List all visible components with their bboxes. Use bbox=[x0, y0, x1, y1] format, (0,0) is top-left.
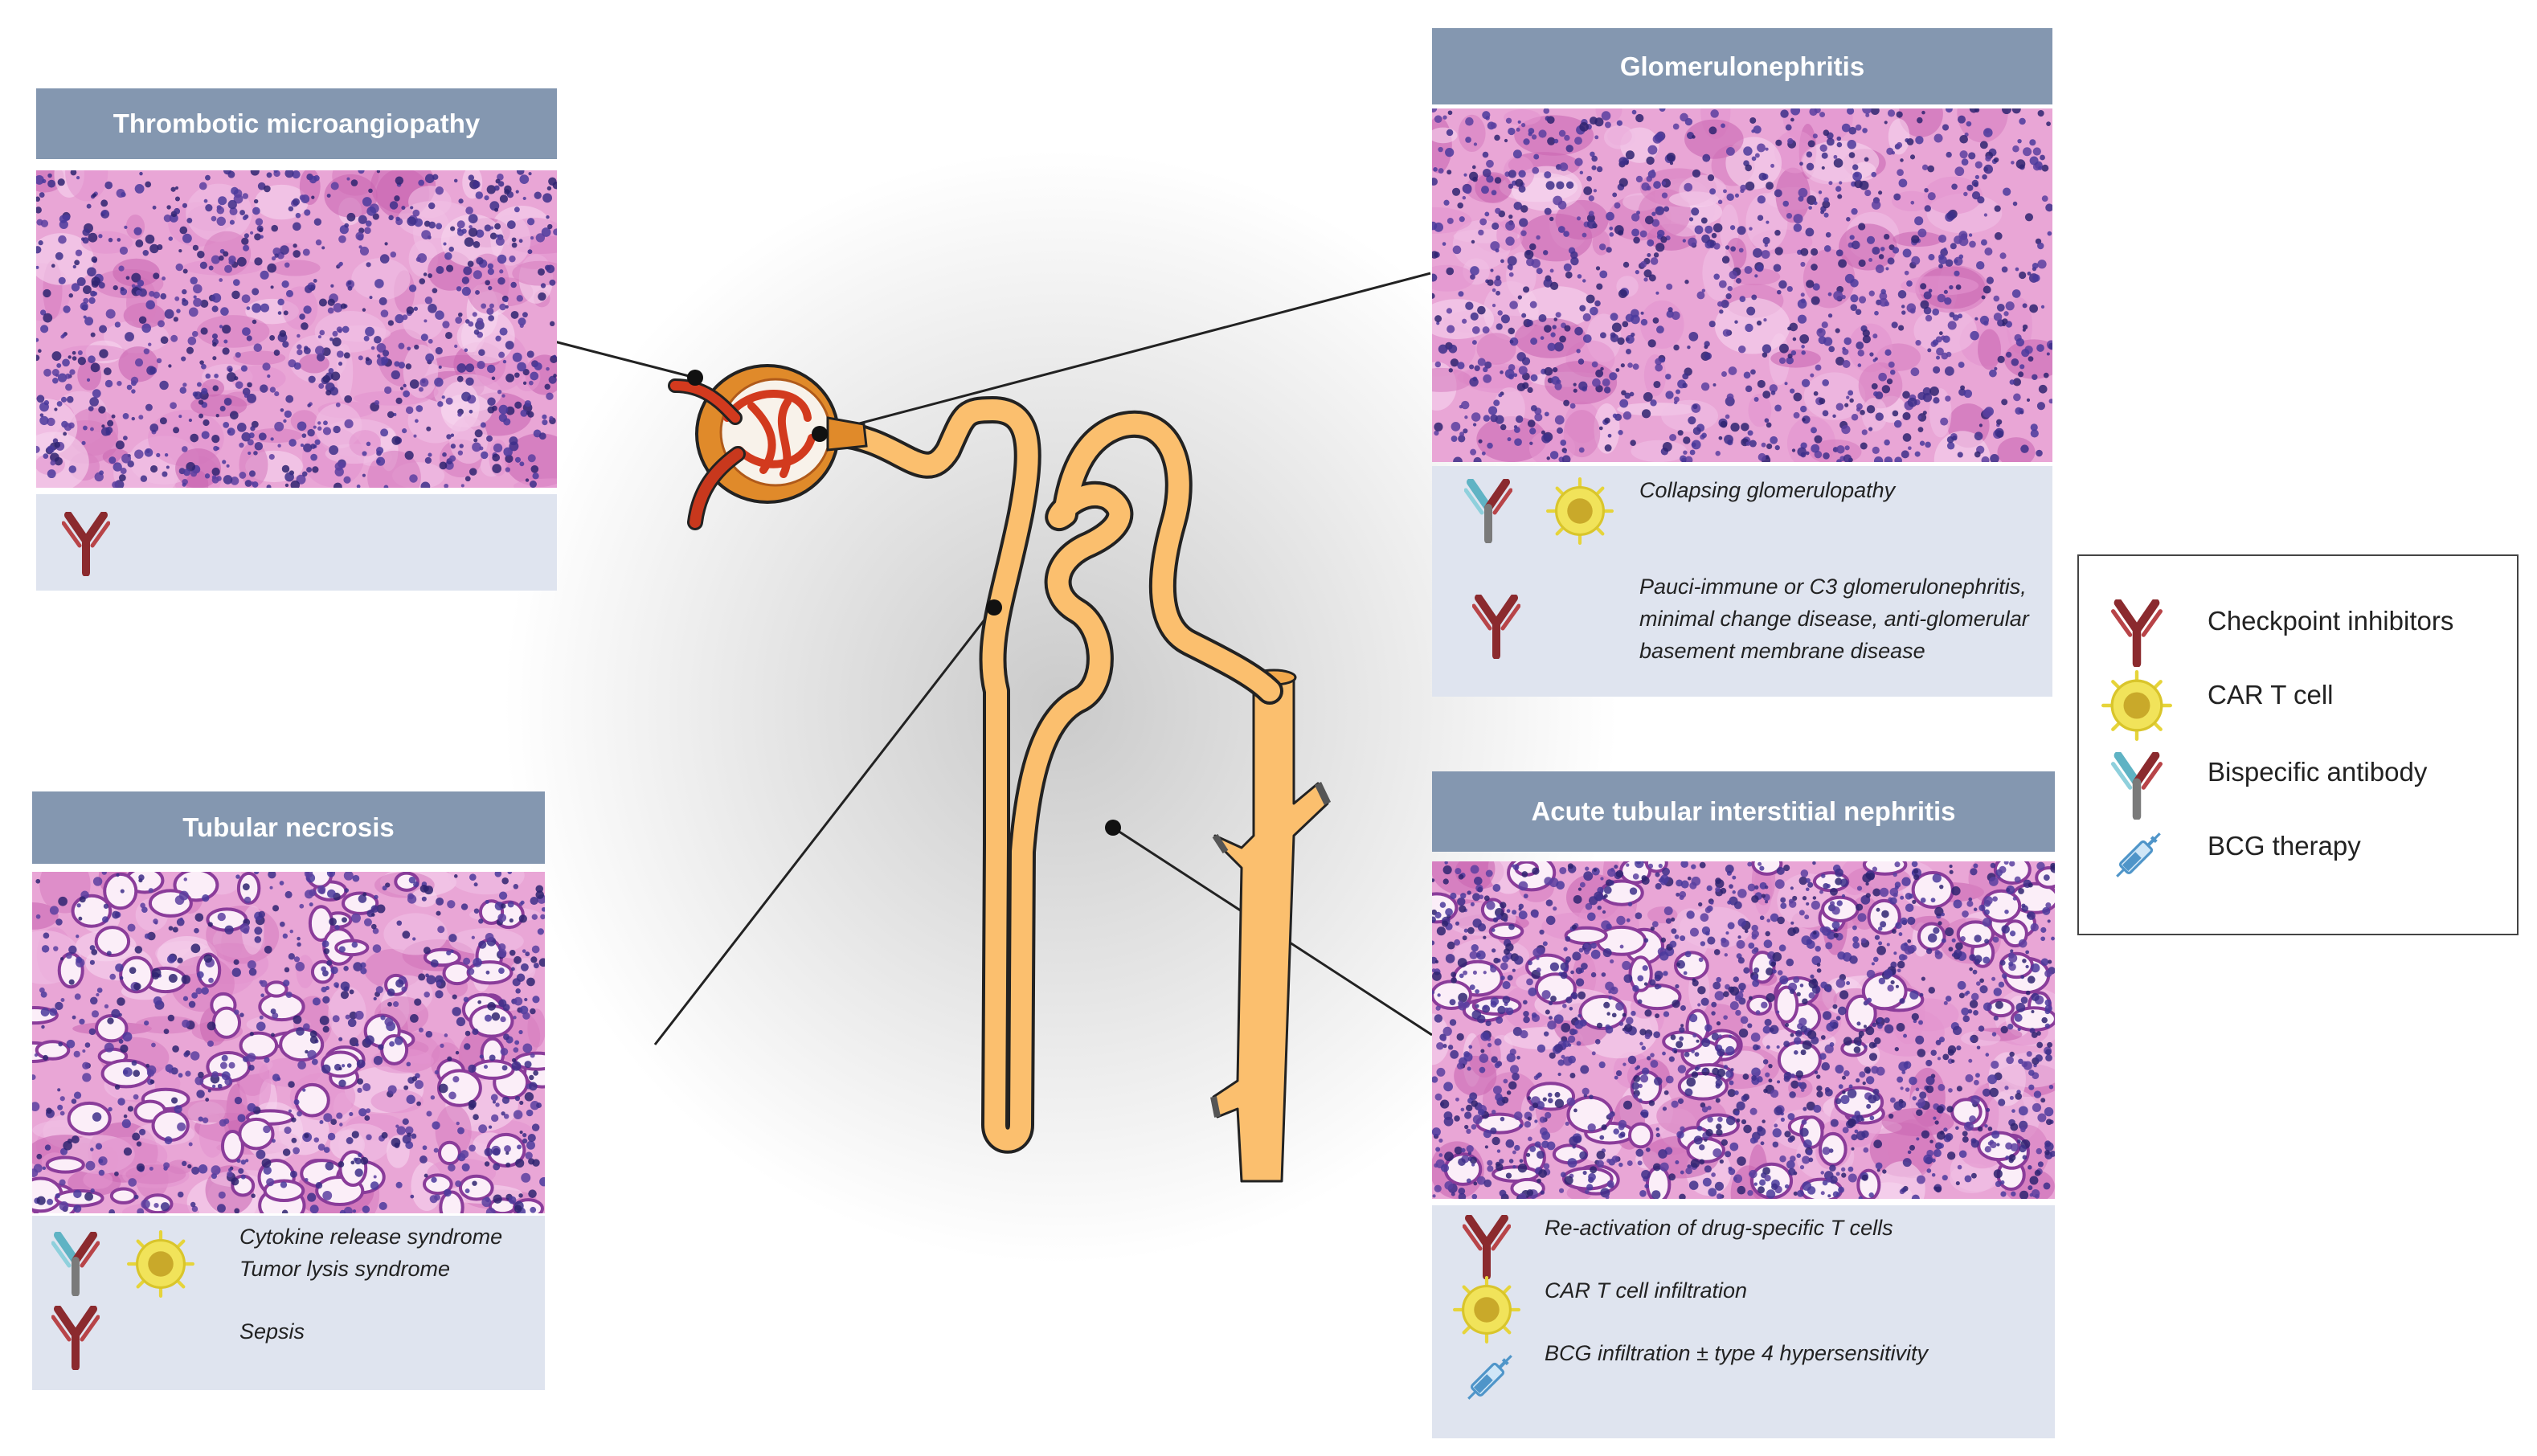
entry-bcg-infiltration: BCG infiltration ± type 4 hypersensitivi… bbox=[1545, 1341, 1929, 1365]
panel-title: Tubular necrosis bbox=[32, 791, 545, 864]
checkpoint-inhibitor-icon bbox=[1463, 1215, 1511, 1279]
legend-label-bcg: BCG therapy bbox=[2208, 831, 2361, 861]
connector-dot-tn bbox=[986, 599, 1002, 616]
checkpoint-inhibitor-icon bbox=[51, 1306, 100, 1370]
info-box-tn: Cytokine release syndrome Tumor lysis sy… bbox=[32, 1216, 545, 1390]
legend-label-car-t: CAR T cell bbox=[2208, 680, 2334, 710]
panel-title: Thrombotic microangiopathy bbox=[36, 88, 557, 159]
panel-title: Glomerulonephritis bbox=[1432, 28, 2052, 104]
histology-image-atin bbox=[1432, 861, 2055, 1199]
legend: Checkpoint inhibitors CAR T cell Bispeci… bbox=[2077, 554, 2519, 935]
car-t-cell-icon bbox=[1546, 477, 1614, 545]
entry-cytokine-release: Cytokine release syndrome bbox=[239, 1225, 503, 1249]
panel-thrombotic-microangiopathy: Thrombotic microangiopathy bbox=[36, 88, 557, 591]
info-box-atin: Re-activation of drug-specific T cells C… bbox=[1432, 1205, 2055, 1438]
panel-glomerulonephritis: Glomerulonephritis Collapsing glomerulop… bbox=[1432, 28, 2052, 697]
connector-dot-atin bbox=[1105, 820, 1121, 836]
checkpoint-inhibitor-icon bbox=[62, 512, 110, 576]
histology-image-gn bbox=[1432, 108, 2052, 462]
bcg-syringe-icon bbox=[1456, 1344, 1524, 1411]
connector-tma bbox=[554, 340, 696, 379]
bispecific-antibody-icon bbox=[1464, 479, 1512, 543]
bispecific-antibody-icon bbox=[51, 1232, 100, 1296]
entry-sepsis: Sepsis bbox=[239, 1319, 305, 1344]
connector-dot-tma bbox=[687, 370, 703, 386]
legend-label-checkpoint: Checkpoint inhibitors bbox=[2208, 606, 2454, 636]
bispecific-antibody-icon bbox=[2111, 752, 2163, 820]
entry-collapsing-glomerulopathy: Collapsing glomerulopathy bbox=[1639, 478, 1896, 502]
renal-tubule bbox=[822, 396, 1283, 1154]
car-t-cell-icon bbox=[2101, 670, 2172, 741]
connector-dot-gn bbox=[812, 426, 828, 442]
histology-texture bbox=[1432, 108, 2052, 462]
entry-tumor-lysis: Tumor lysis syndrome bbox=[239, 1257, 451, 1281]
legend-label-bispecific: Bispecific antibody bbox=[2208, 757, 2428, 787]
histology-texture bbox=[32, 872, 545, 1213]
car-t-cell-icon bbox=[1453, 1276, 1520, 1344]
bcg-syringe-icon bbox=[2105, 821, 2172, 889]
histology-texture bbox=[36, 170, 557, 488]
panel-tubular-necrosis: Tubular necrosis Cytokine release syndro… bbox=[32, 791, 545, 1390]
connector-gn bbox=[819, 272, 1431, 436]
entry-car-t-infiltration: CAR T cell infiltration bbox=[1545, 1278, 1748, 1303]
histology-texture bbox=[1432, 861, 2055, 1199]
panel-acute-tubular-interstitial-nephritis: Acute tubular interstitial nephritis Re-… bbox=[1432, 771, 2055, 1438]
entry-pauci-immune: Pauci-immune or C3 glomerulonephritis, m… bbox=[1639, 575, 2029, 663]
car-t-cell-icon bbox=[127, 1230, 194, 1298]
collecting-duct bbox=[1210, 669, 1332, 1183]
connector-tn bbox=[653, 607, 996, 1045]
histology-image-tn bbox=[32, 872, 545, 1213]
checkpoint-inhibitor-icon bbox=[1472, 595, 1520, 659]
histology-image-tma bbox=[36, 170, 557, 488]
glomerulus bbox=[668, 364, 868, 530]
info-box-tma bbox=[36, 494, 557, 591]
entry-reactivation: Re-activation of drug-specific T cells bbox=[1545, 1216, 1893, 1240]
checkpoint-inhibitor-antibody-icon bbox=[2111, 599, 2163, 667]
panel-title: Acute tubular interstitial nephritis bbox=[1432, 771, 2055, 852]
info-box-gn: Collapsing glomerulopathy Pauci-immune o… bbox=[1432, 466, 2052, 697]
